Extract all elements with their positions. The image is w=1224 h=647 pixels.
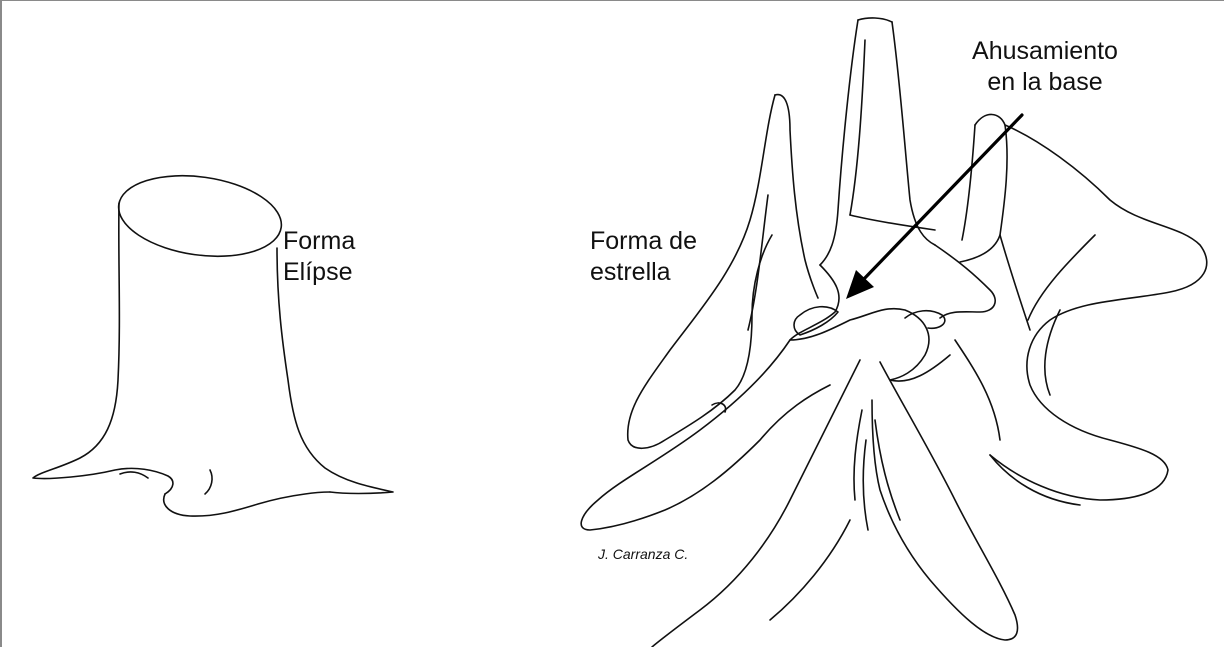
root-far-left-ridge xyxy=(775,95,818,298)
root-mid-right xyxy=(935,245,995,318)
ellipse-stump-root-crease xyxy=(205,470,212,494)
arrow-shaft xyxy=(862,115,1022,281)
ellipse-stump-base xyxy=(164,492,330,516)
ellipse-stump-top xyxy=(113,166,286,266)
taper-label-line-2: en la base xyxy=(950,67,1140,98)
author-credit: J. Carranza C. xyxy=(598,546,688,562)
root-right-lower xyxy=(990,455,1080,505)
taper-label-line-1: Ahusamiento xyxy=(950,36,1140,67)
root-front-center-left xyxy=(652,360,860,647)
root-back-right-edge xyxy=(990,125,1207,500)
ellipse-stump-left-side xyxy=(33,203,173,494)
root-front-crease-2 xyxy=(875,420,900,520)
ellipse-shape-label: Forma Elípse xyxy=(283,226,355,288)
ellipse-stump-root-crease-2 xyxy=(120,472,148,478)
root-right-inner-fold xyxy=(1028,235,1095,320)
star-center-notch xyxy=(794,307,838,335)
root-front-left xyxy=(581,340,830,530)
root-mid-right-fold xyxy=(955,340,1000,440)
root-front-crease-4 xyxy=(770,520,850,620)
star-center-outline xyxy=(790,265,950,381)
root-back-right-face xyxy=(962,125,975,240)
root-front-crease-3 xyxy=(863,440,868,530)
root-front-crease-1 xyxy=(854,410,862,500)
star-label-line-2: estrella xyxy=(590,257,697,288)
root-right-fold-3 xyxy=(1000,235,1030,330)
central-column-left xyxy=(820,20,858,265)
ellipse-label-line-2: Elípse xyxy=(283,257,355,288)
star-shape-label: Forma de estrella xyxy=(590,226,697,288)
taper-arrow xyxy=(846,115,1022,299)
ellipse-label-line-1: Forma xyxy=(283,226,355,257)
taper-label: Ahusamiento en la base xyxy=(950,36,1140,98)
ellipse-stump xyxy=(33,166,393,516)
star-label-line-1: Forma de xyxy=(590,226,697,257)
central-column-top xyxy=(858,18,892,22)
